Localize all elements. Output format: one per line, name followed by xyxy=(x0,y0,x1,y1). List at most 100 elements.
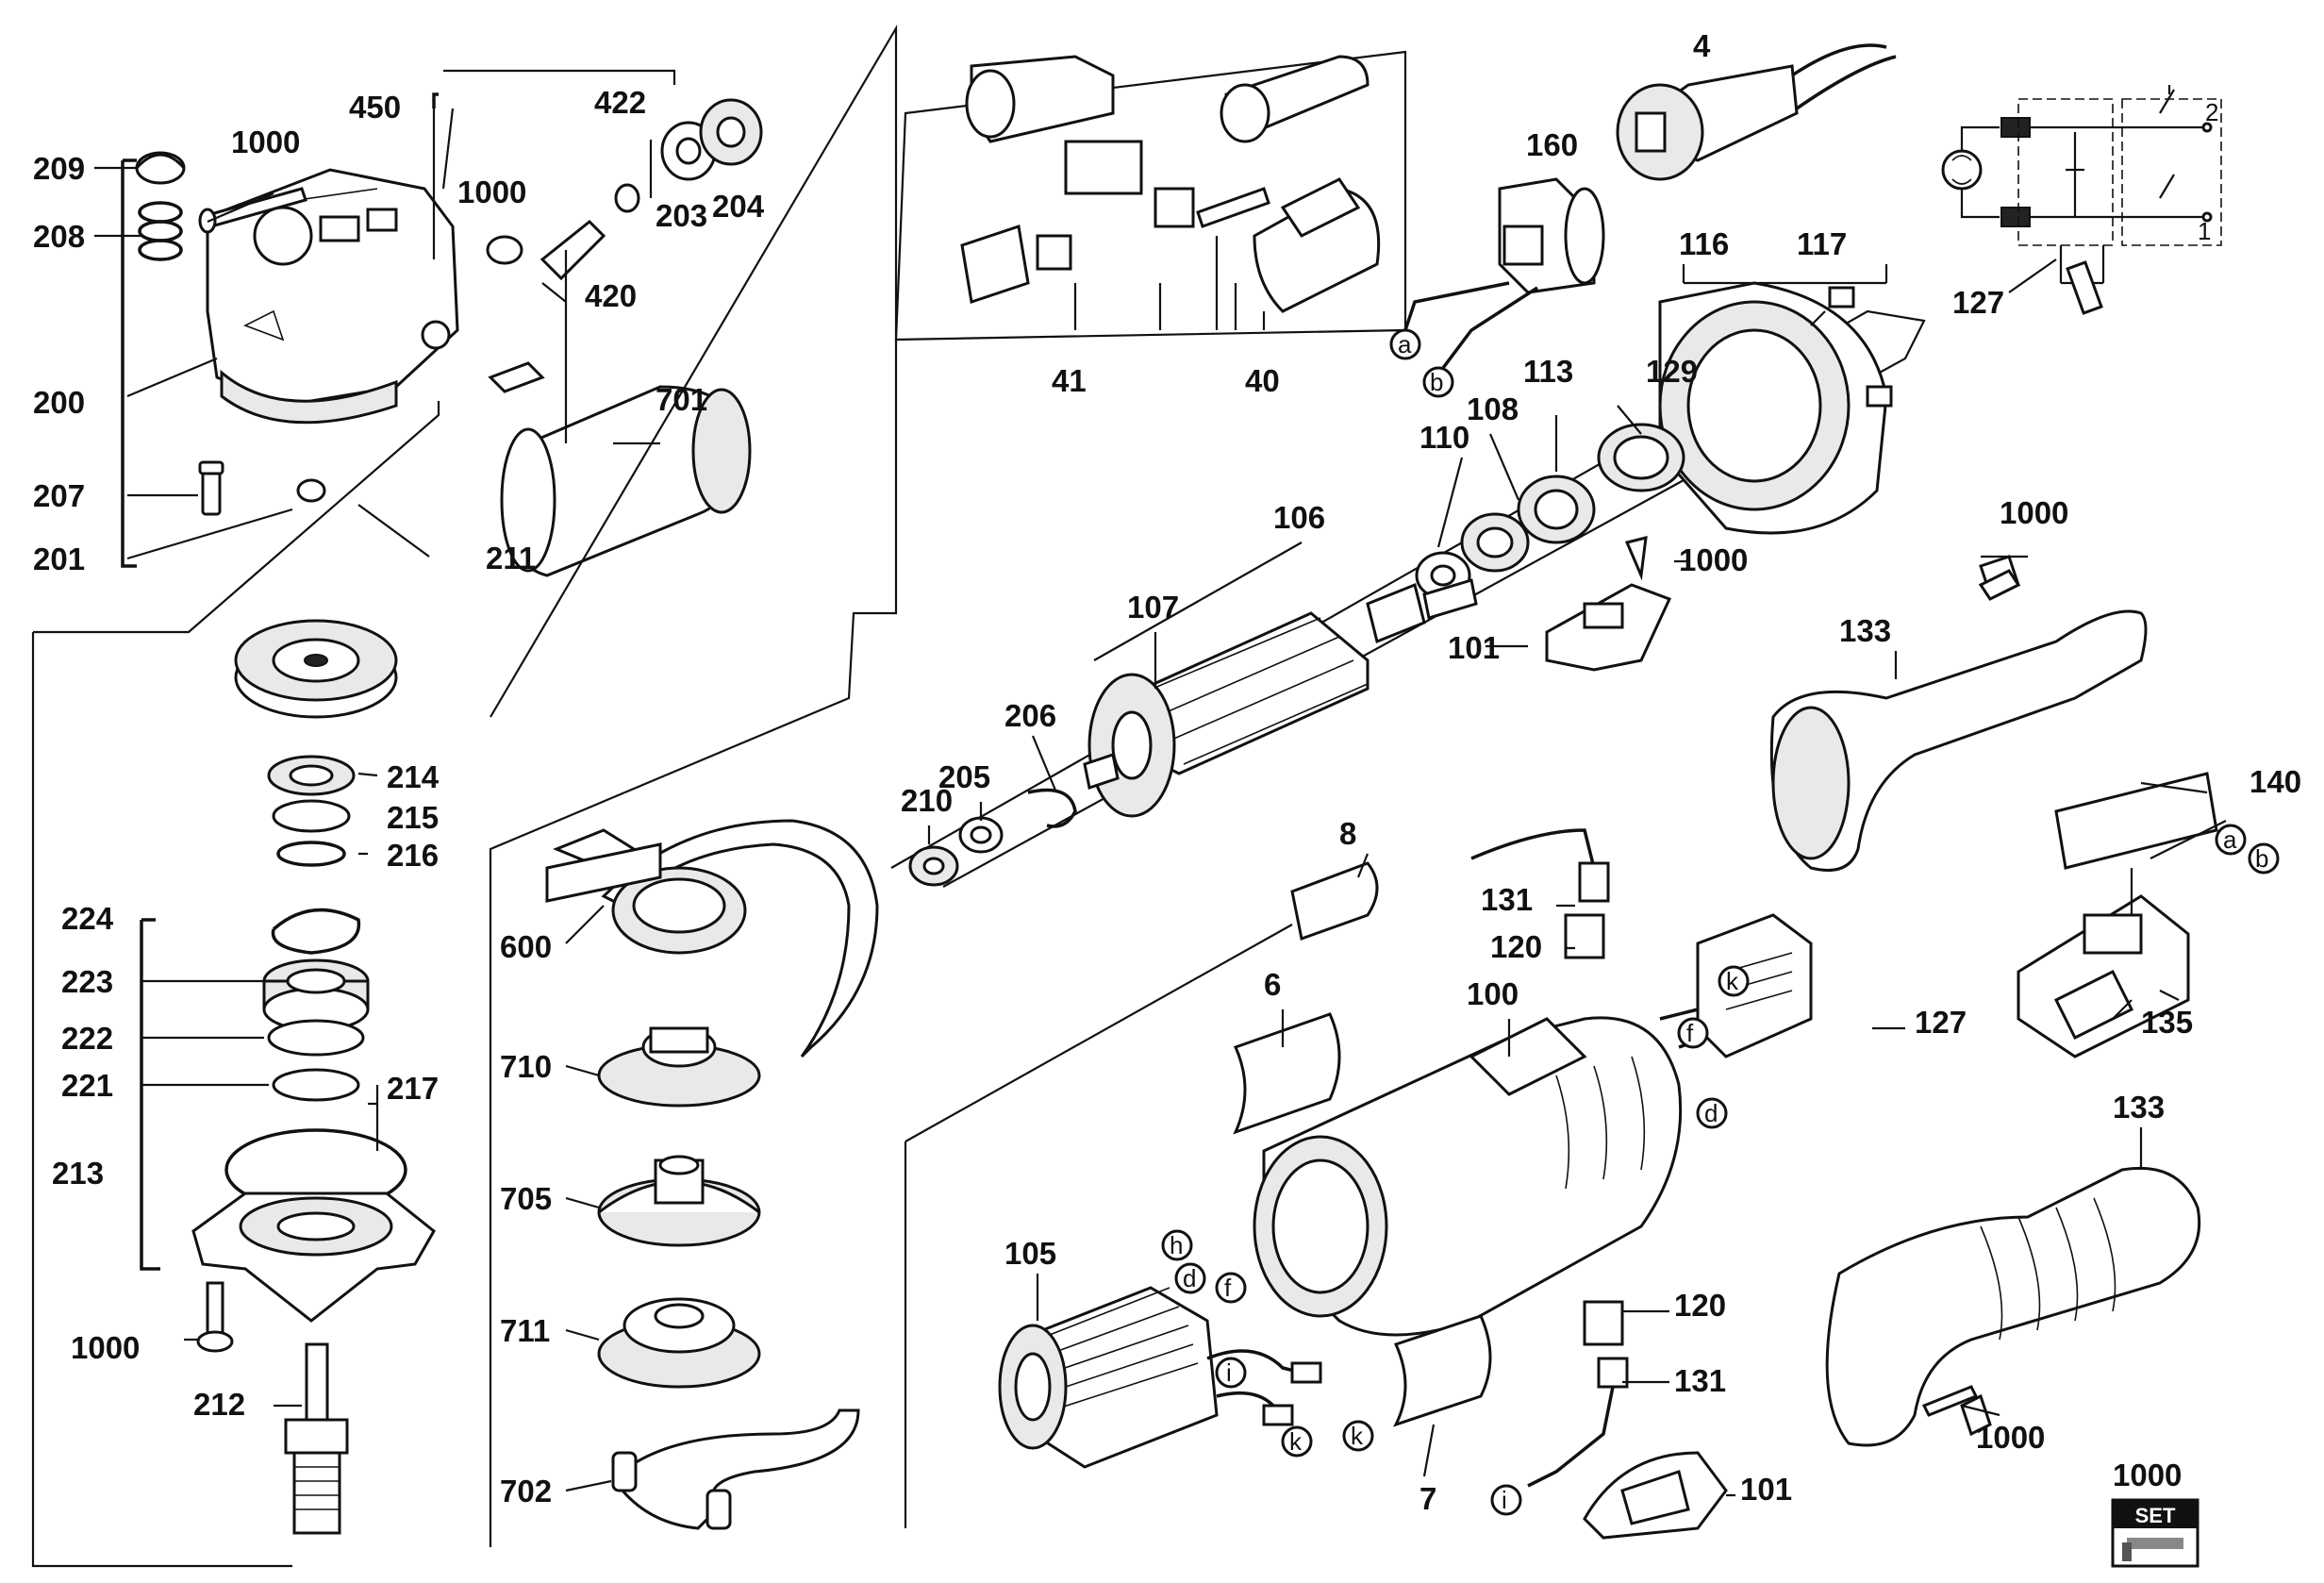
callout-131-bottom: 131 xyxy=(1674,1363,1726,1398)
cord-guard-part-40 xyxy=(965,55,1381,313)
callout-205: 205 xyxy=(938,759,990,794)
letter-f-1: f xyxy=(1224,1274,1232,1302)
letter-k-1: k xyxy=(1289,1427,1303,1456)
cover-part-101-bottom xyxy=(1583,1451,1728,1540)
letter-b-2: b xyxy=(2255,844,2268,873)
armature-part-107 xyxy=(1083,578,1478,818)
letter-k-2: k xyxy=(1351,1422,1364,1450)
callout-711: 711 xyxy=(500,1313,550,1348)
letter-d-1: d xyxy=(1183,1264,1196,1292)
motor-housing-part-100 xyxy=(1253,1016,1683,1337)
callout-120-bottom: 120 xyxy=(1674,1288,1726,1323)
bearing-parts-108-129 xyxy=(1415,423,1685,600)
callout-4: 4 xyxy=(1693,28,1711,63)
callout-100: 100 xyxy=(1467,976,1519,1011)
callout-107: 107 xyxy=(1127,590,1179,625)
stator-part-105 xyxy=(998,1286,1322,1469)
guard-and-flanges-group xyxy=(545,819,879,1530)
cord-connector-part-160 xyxy=(1403,177,1605,370)
callout-127: 127 xyxy=(1915,1005,1967,1040)
cord-assembly-group xyxy=(894,43,1897,370)
wheel-guard-part-600 xyxy=(545,819,879,1058)
bearing-parts-221-224 xyxy=(262,908,370,1102)
callout-212: 212 xyxy=(193,1387,245,1422)
callout-1000: 1000 xyxy=(231,125,300,159)
letter-i-2: i xyxy=(1502,1486,1507,1514)
switch-part-135 xyxy=(2017,894,2190,1058)
spanner-part-702 xyxy=(611,1408,860,1530)
callout-160: 160 xyxy=(1526,127,1578,162)
callout-200: 200 xyxy=(33,385,85,420)
set-icon-label: SET xyxy=(2135,1504,2176,1527)
callout-208: 208 xyxy=(33,219,85,254)
callout-216: 216 xyxy=(387,838,439,873)
spindle-part-212 xyxy=(284,1342,349,1535)
pinion-parts-420 xyxy=(486,98,763,281)
callout-204: 204 xyxy=(712,189,765,224)
connectors-part-131-120-top xyxy=(1470,828,1610,959)
callout-600: 600 xyxy=(500,929,552,964)
callout-214: 214 xyxy=(387,759,440,794)
callout-116: 116 xyxy=(1679,226,1729,261)
letter-h-1: h xyxy=(1170,1231,1183,1259)
callout-215: 215 xyxy=(387,800,439,835)
gear-housing-part xyxy=(206,168,459,425)
callout-127-schematic: 127 xyxy=(1952,285,2004,320)
callout-106: 106 xyxy=(1273,500,1325,535)
callout-7: 7 xyxy=(1419,1481,1436,1516)
cap-part-209 xyxy=(135,151,186,185)
callout-217: 217 xyxy=(387,1071,439,1106)
rear-handle-group xyxy=(1659,555,2227,1447)
callout-117: 117 xyxy=(1797,226,1847,261)
letter-callouts: a b h d f i k k i a b k f d xyxy=(1161,328,2280,1516)
motor-bracket-part-116 xyxy=(1658,281,1893,535)
callout-210: 210 xyxy=(901,783,953,818)
letter-a-1: a xyxy=(1398,330,1412,358)
leader-lines-left xyxy=(31,24,898,1568)
callout-224: 224 xyxy=(61,901,114,936)
letter-b-1: b xyxy=(1430,368,1443,396)
connector-part-131 xyxy=(1527,1357,1629,1488)
wiring-schematic: 2 1 xyxy=(1941,85,2222,315)
letter-a-2: a xyxy=(2223,825,2237,854)
callout-8: 8 xyxy=(1339,816,1356,851)
callout-422: 422 xyxy=(594,85,646,120)
flange-part-213 xyxy=(191,1128,436,1323)
screw-part-1000-top xyxy=(198,187,307,234)
callout-41: 41 xyxy=(1052,363,1087,398)
callout-105: 105 xyxy=(1004,1236,1056,1271)
motor-housing-group xyxy=(904,828,1728,1540)
callout-1000-handle: 1000 xyxy=(2000,495,2068,530)
letter-i-1: i xyxy=(1226,1358,1232,1387)
callout-206: 206 xyxy=(1004,698,1056,733)
handle-half-part-133-bottom xyxy=(1825,1166,2201,1447)
part-callouts: 1000 209 208 200 207 201 211 450 422 204… xyxy=(33,28,2301,1516)
label-part-7 xyxy=(1393,1314,1492,1427)
callout-221: 221 xyxy=(61,1068,113,1103)
flange-part-710 xyxy=(597,1026,761,1108)
cord-part-4 xyxy=(1616,43,1897,181)
callout-135: 135 xyxy=(2141,1005,2193,1040)
callout-203: 203 xyxy=(656,198,707,233)
callout-140: 140 xyxy=(2249,764,2301,799)
set-icon: SET xyxy=(2111,1498,2200,1568)
side-handle-part-701 xyxy=(488,361,752,577)
callout-108: 108 xyxy=(1467,392,1519,426)
callout-201: 201 xyxy=(33,542,85,576)
spring-part-208 xyxy=(138,201,183,261)
bevel-gear-part-211 xyxy=(234,619,398,719)
switch-pin-2-label: 2 xyxy=(2205,98,2218,126)
callout-209: 209 xyxy=(33,151,85,186)
bushing-part-201 xyxy=(296,478,326,503)
callout-133-top: 133 xyxy=(1839,613,1891,648)
callout-420: 420 xyxy=(585,278,637,313)
callout-705: 705 xyxy=(500,1181,552,1216)
callout-223: 223 xyxy=(61,964,113,999)
callout-222: 222 xyxy=(61,1021,113,1056)
callout-120-top: 120 xyxy=(1490,929,1542,964)
pin-part-207 xyxy=(198,460,224,516)
callout-207: 207 xyxy=(33,478,85,513)
callout-1000-cover: 1000 xyxy=(1679,542,1748,577)
nut-part-705 xyxy=(597,1155,761,1247)
